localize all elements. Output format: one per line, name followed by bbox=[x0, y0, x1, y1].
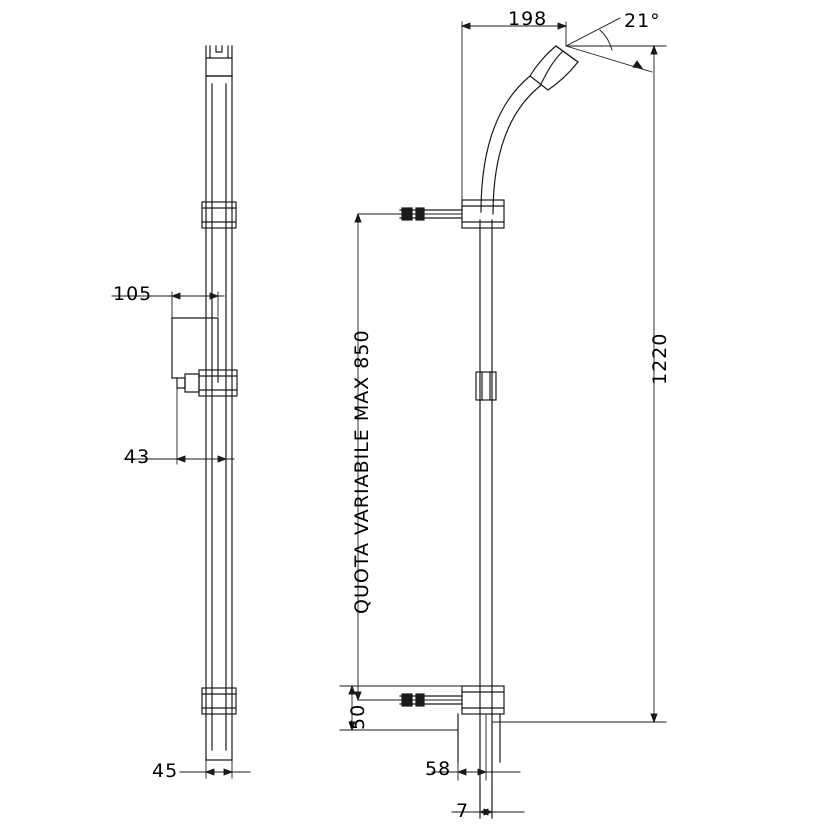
right-view-shower-head bbox=[529, 45, 579, 91]
dim-7 bbox=[451, 779, 525, 819]
dim-58 bbox=[431, 713, 521, 781]
label-58: 58 bbox=[425, 758, 452, 780]
left-view-lower-collar bbox=[201, 687, 237, 715]
right-view-bottom-outlet bbox=[457, 713, 501, 763]
right-view-shower-arm bbox=[480, 75, 541, 215]
label-7: 7 bbox=[456, 800, 470, 822]
label-1220: 1220 bbox=[649, 332, 671, 385]
left-view-rail-tube bbox=[205, 75, 233, 761]
right-view-bottom-connector bbox=[461, 685, 505, 715]
right-view-top-connector bbox=[461, 199, 505, 229]
dim-45 bbox=[179, 759, 251, 779]
left-view-slider-block bbox=[176, 369, 238, 397]
dim-50 bbox=[339, 684, 463, 732]
label-45: 45 bbox=[152, 760, 179, 782]
dim-198 bbox=[460, 21, 568, 201]
dim-43 bbox=[123, 387, 235, 465]
dim-21-degrees bbox=[565, 17, 653, 73]
dim-105 bbox=[111, 291, 225, 321]
left-view-upper-collar bbox=[201, 201, 237, 229]
right-view-mid-slider bbox=[475, 371, 497, 401]
label-43: 43 bbox=[124, 446, 151, 468]
left-view-handset-outline bbox=[171, 317, 219, 383]
label-50: 50 bbox=[347, 703, 369, 730]
left-view-top-bracket bbox=[205, 45, 233, 77]
right-view-riser-pipe bbox=[479, 219, 493, 819]
dim-quota-variabile bbox=[354, 212, 463, 702]
dim-1220 bbox=[491, 44, 667, 724]
label-quota-variabile: QUOTA VARIABILE MAX 850 bbox=[351, 329, 373, 614]
label-198: 198 bbox=[508, 8, 548, 30]
label-21-degrees: 21° bbox=[624, 10, 661, 32]
label-105: 105 bbox=[113, 283, 153, 305]
